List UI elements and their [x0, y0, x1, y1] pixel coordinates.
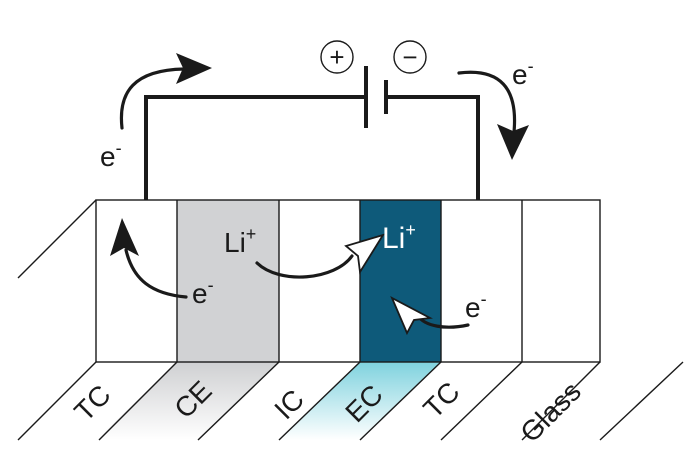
ec-floor-shade — [279, 362, 441, 440]
electron-label-top-right: e- — [512, 56, 534, 90]
electron-arrow-top-left-icon — [119, 53, 212, 130]
electron-arrow-ce-icon — [110, 218, 188, 299]
electron-arrow-top-right-icon — [457, 70, 529, 160]
device-outline — [17, 199, 684, 441]
electron-label-top-left: e- — [100, 138, 122, 172]
layer-label-tc-left: TC — [68, 379, 116, 427]
plus-symbol: + — [329, 42, 344, 72]
electron-label-ec: e- — [465, 289, 487, 323]
li-ion-label-ce: Li+ — [224, 224, 256, 258]
circuit-wire — [144, 95, 480, 200]
minus-terminal-icon: − — [393, 40, 427, 74]
ec-layer — [360, 200, 441, 362]
battery-symbol: + − — [320, 40, 427, 128]
ce-floor-shade — [96, 362, 279, 440]
minus-symbol: − — [402, 42, 417, 72]
electron-label-ce: e- — [192, 275, 214, 309]
ce-layer — [177, 200, 279, 362]
li-ion-label-ec: Li+ — [382, 220, 416, 255]
layer-label-tc-right: TC — [417, 376, 465, 424]
plus-terminal-icon: + — [320, 40, 354, 74]
electron-arrow-ec-icon — [390, 296, 470, 336]
li-ion-arrow-icon — [255, 233, 386, 279]
